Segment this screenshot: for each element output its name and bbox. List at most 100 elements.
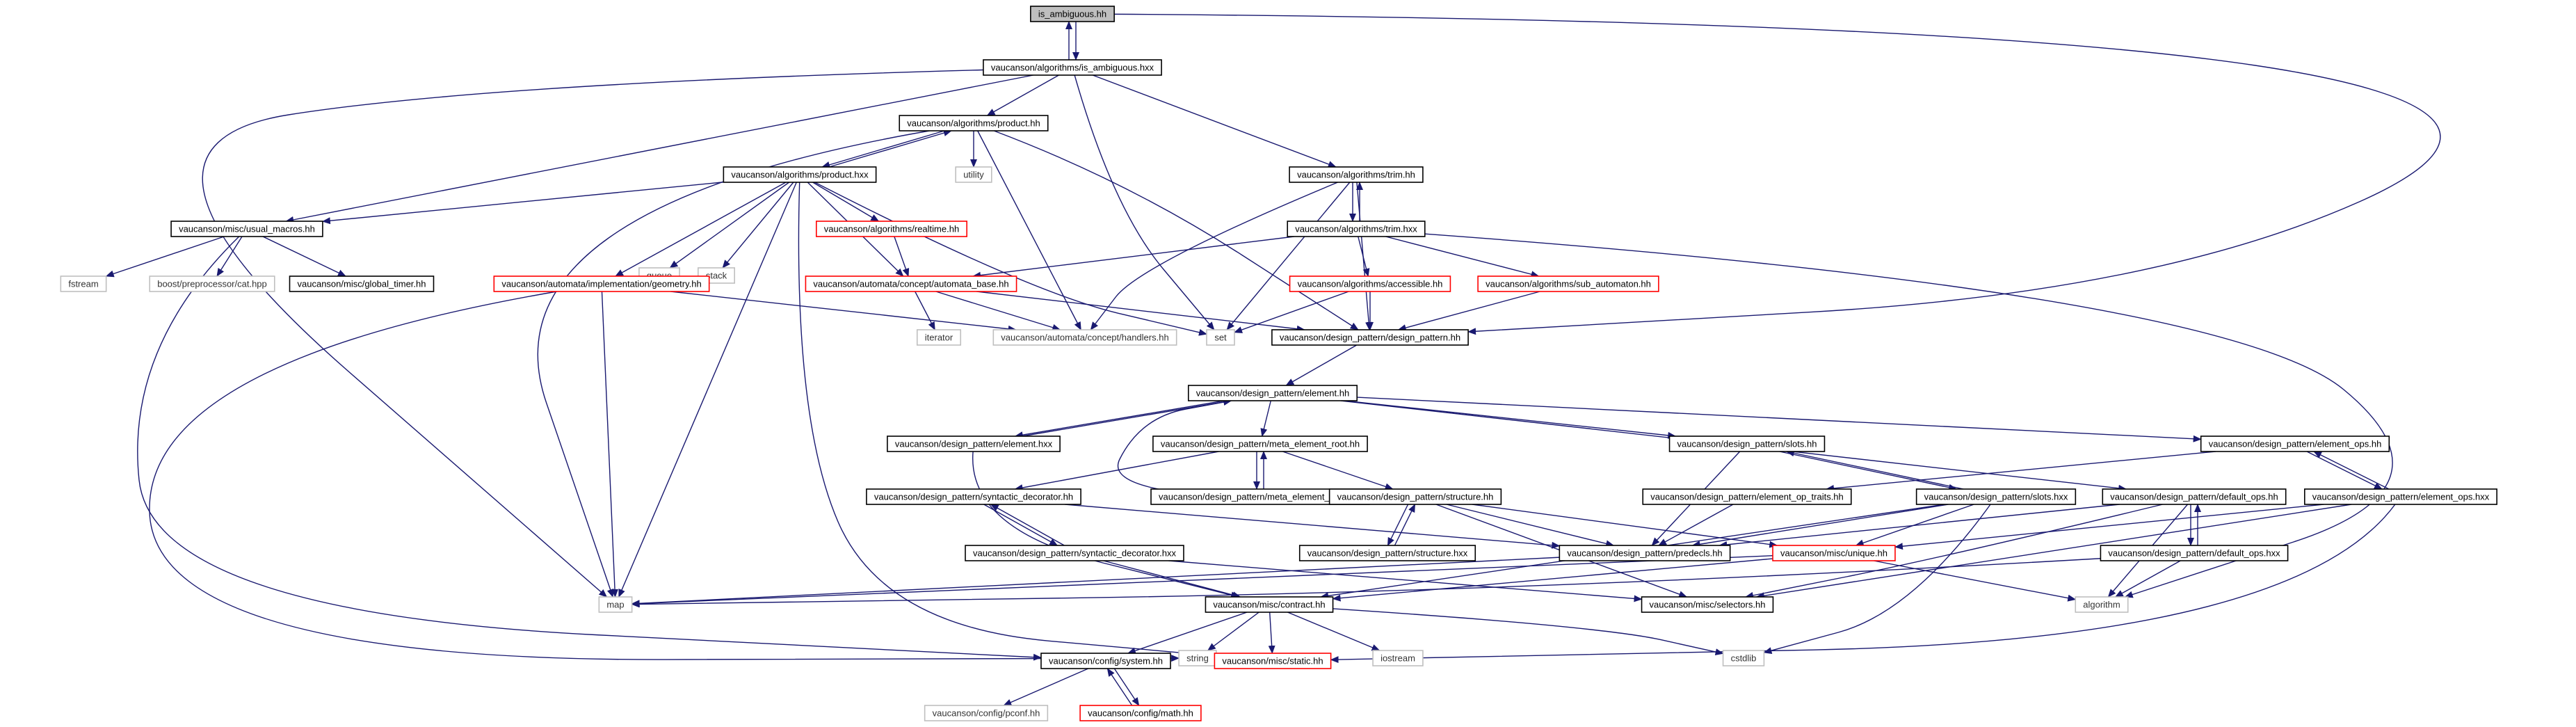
node-box — [1668, 436, 1826, 452]
node-autobase[interactable]: vaucanson/automata/concept/automata_base… — [805, 275, 1017, 292]
edge-prodhxx-to-map — [618, 182, 797, 598]
node-box — [1915, 488, 2077, 505]
node-prodhh[interactable]: vaucanson/algorithms/product.hh — [899, 115, 1049, 131]
node-slotshh[interactable]: vaucanson/design_pattern/slots.hh — [1668, 436, 1826, 452]
node-eopshxx[interactable]: vaucanson/design_pattern/element_ops.hxx — [2303, 488, 2498, 505]
edge-dphh-to-elemhh — [1285, 344, 1358, 386]
node-eopshh[interactable]: vaucanson/design_pattern/element_ops.hh — [2200, 436, 2390, 452]
edge-usual-to-timer — [262, 236, 346, 277]
node-label: vaucanson/misc/usual_macros.hh — [179, 224, 315, 234]
node-synhh[interactable]: vaucanson/design_pattern/syntactic_decor… — [866, 488, 1081, 505]
node-dopshh[interactable]: vaucanson/design_pattern/default_ops.hh — [2102, 488, 2287, 505]
node-synhxx[interactable]: vaucanson/design_pattern/syntactic_decor… — [965, 545, 1184, 561]
node-box — [1722, 650, 1765, 666]
edge-contract-to-static — [1268, 612, 1275, 654]
node-accessible[interactable]: vaucanson/algorithms/accessible.hh — [1289, 275, 1451, 292]
node-structhh[interactable]: vaucanson/design_pattern/structure.hh — [1328, 488, 1502, 505]
node-subauto[interactable]: vaucanson/algorithms/sub_automaton.hh — [1477, 275, 1659, 292]
edge-structhxx-to-structhh — [1394, 504, 1416, 546]
node-label: vaucanson/algorithms/sub_automaton.hh — [1486, 279, 1651, 289]
node-contract[interactable]: vaucanson/misc/contract.hh — [1205, 596, 1334, 613]
edge-structhh-to-structhxx — [1387, 504, 1409, 546]
edge-elemhh-to-slotshh — [1344, 400, 1677, 439]
edge-root-to-dphh — [1114, 13, 2441, 335]
node-prodhxx[interactable]: vaucanson/algorithms/product.hxx — [723, 166, 877, 183]
edge-elemhh-to-eopshh — [1357, 397, 2202, 442]
node-slotshxx[interactable]: vaucanson/design_pattern/slots.hxx — [1915, 488, 2077, 505]
node-ambhxx[interactable]: vaucanson/algorithms/is_ambiguous.hxx — [983, 59, 1162, 76]
node-label: algorithm — [2083, 600, 2120, 610]
node-box — [965, 545, 1184, 561]
node-label: fstream — [68, 279, 98, 289]
edge-dopshxx-to-map — [631, 558, 2101, 608]
node-box — [899, 115, 1049, 131]
edge-ambhxx-to-map — [202, 69, 983, 598]
node-box — [493, 275, 710, 292]
node-box — [2102, 488, 2287, 505]
node-label: vaucanson/algorithms/trim.hh — [1297, 170, 1415, 180]
node-box — [723, 166, 877, 183]
node-usual[interactable]: vaucanson/misc/usual_macros.hh — [170, 221, 323, 237]
node-label: vaucanson/algorithms/is_ambiguous.hxx — [991, 63, 1154, 73]
node-unique[interactable]: vaucanson/misc/unique.hh — [1772, 545, 1896, 561]
nodes-layer: is_ambiguous.hh vaucanson/algorithms/is_a… — [60, 6, 2498, 721]
edge-prodhh-to-prodhxx — [821, 130, 945, 168]
node-trimhxx[interactable]: vaucanson/algorithms/trim.hxx — [1287, 221, 1426, 237]
edge-elemhxx-to-elemhh — [1022, 398, 1232, 437]
node-syshh[interactable]: vaucanson/config/system.hh — [1040, 653, 1171, 669]
edge-prodhxx-to-static — [798, 182, 1216, 659]
edge-usual-to-syshh — [137, 236, 1042, 661]
node-box — [149, 275, 275, 292]
node-selectors[interactable]: vaucanson/misc/selectors.hh — [1641, 596, 1774, 613]
edge-contract-to-cstdlib — [1333, 608, 1724, 655]
edge-metahh-to-structhh — [1282, 451, 1394, 490]
node-structhxx[interactable]: vaucanson/design_pattern/structure.hxx — [1298, 545, 1476, 561]
edge-contract-to-string — [1207, 612, 1259, 651]
node-box — [983, 59, 1162, 76]
node-label: vaucanson/design_pattern/element.hh — [1196, 388, 1349, 399]
node-static[interactable]: vaucanson/misc/static.hh — [1214, 653, 1332, 669]
edge-geometry-to-string — [149, 291, 1180, 662]
node-label: vaucanson/config/math.hh — [1088, 708, 1193, 719]
node-label: vaucanson/design_pattern/syntactic_decor… — [973, 548, 1176, 559]
edge-prodhh-to-map — [537, 130, 930, 598]
node-metahh[interactable]: vaucanson/design_pattern/meta_element_ro… — [1152, 436, 1368, 452]
node-label: is_ambiguous.hh — [1038, 9, 1106, 19]
node-box — [60, 275, 107, 292]
node-label: vaucanson/design_pattern/element_op_trai… — [1650, 492, 1844, 502]
edge-slotshh-to-slotshxx — [1779, 451, 1958, 491]
node-box — [598, 596, 633, 613]
node-label: vaucanson/design_pattern/element_ops.hxx — [2312, 492, 2490, 502]
node-predecls[interactable]: vaucanson/design_pattern/predecls.hh — [1559, 545, 1731, 561]
node-timer[interactable]: vaucanson/misc/global_timer.hh — [289, 275, 435, 292]
edge-structhh-to-unique — [1472, 504, 1778, 548]
node-map: map — [598, 596, 633, 613]
node-box — [2200, 436, 2390, 452]
node-elemhxx[interactable]: vaucanson/design_pattern/element.hxx — [887, 436, 1061, 452]
edge-synhh-to-synhxx — [983, 504, 1058, 546]
node-dopshxx[interactable]: vaucanson/design_pattern/default_ops.hxx — [2100, 545, 2289, 561]
edge-eopshxx-to-selectors — [1755, 504, 2352, 600]
edge-subauto-to-dphh — [1397, 291, 1540, 331]
node-label: vaucanson/misc/static.hh — [1222, 656, 1323, 666]
edge-slotshxx-to-cstdlib — [1763, 504, 1991, 654]
node-elemhh[interactable]: vaucanson/design_pattern/element.hh — [1187, 385, 1358, 401]
node-geometry[interactable]: vaucanson/automata/implementation/geomet… — [493, 275, 710, 292]
node-realtime[interactable]: vaucanson/algorithms/realtime.hh — [816, 221, 967, 237]
node-metahxx[interactable]: vaucanson/design_pattern/meta_element_ro… — [1150, 488, 1370, 505]
edge-structhh-to-predecls — [1446, 504, 1615, 548]
edge-slotshxx-to-slotshh — [1785, 449, 1964, 490]
node-label: vaucanson/config/system.hh — [1049, 656, 1163, 666]
node-dphh[interactable]: vaucanson/design_pattern/design_pattern.… — [1271, 329, 1469, 346]
edge-contract-to-iostream — [1287, 612, 1380, 651]
node-box — [1328, 488, 1502, 505]
edge-geometry-to-handlers — [670, 291, 1017, 333]
node-trimhh[interactable]: vaucanson/algorithms/trim.hh — [1289, 166, 1424, 183]
node-eoptraits[interactable]: vaucanson/design_pattern/element_op_trai… — [1642, 488, 1852, 505]
edge-metahh-to-synhh — [1014, 451, 1219, 491]
node-box — [992, 329, 1177, 346]
node-mathhh[interactable]: vaucanson/config/math.hh — [1079, 705, 1202, 721]
edge-synhxx-to-synhh — [990, 504, 1065, 546]
edge-usual-to-fstream — [105, 236, 225, 278]
node-root[interactable]: is_ambiguous.hh — [1030, 6, 1115, 22]
